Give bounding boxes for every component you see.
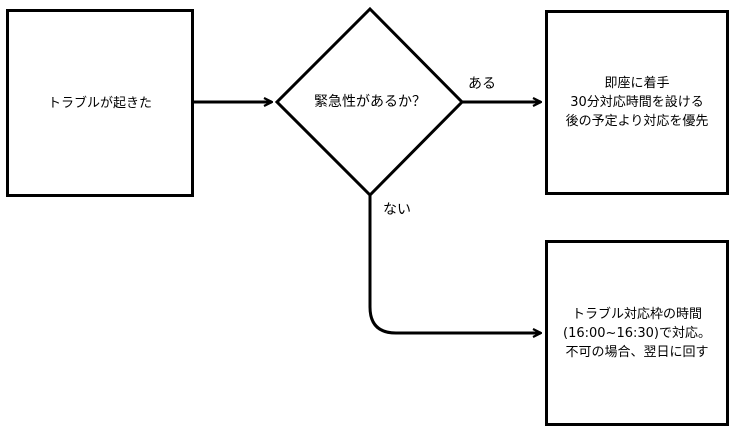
decision-text: 緊急性があるか？ <box>314 94 426 110</box>
no-action-box: トラブル対応枠の時間 (16:00~16:30)で対応。 不可の場合、翌日に回す <box>545 240 729 426</box>
yes-action-text: 即座に着手 30分対応時間を設ける 後の予定より対応を優先 <box>565 76 709 129</box>
start-node-box: トラブルが起きた <box>6 9 194 197</box>
arrow-no-to-action <box>368 195 541 333</box>
branch-yes-label: ある <box>468 76 496 92</box>
start-node-text: トラブルが起きた <box>47 95 152 111</box>
yes-action-box: 即座に着手 30分対応時間を設ける 後の予定より対応を優先 <box>545 10 729 195</box>
no-action-text: トラブル対応枠の時間 (16:00~16:30)で対応。 不可の場合、翌日に回す <box>563 306 711 360</box>
branch-no-label: ない <box>383 202 411 218</box>
